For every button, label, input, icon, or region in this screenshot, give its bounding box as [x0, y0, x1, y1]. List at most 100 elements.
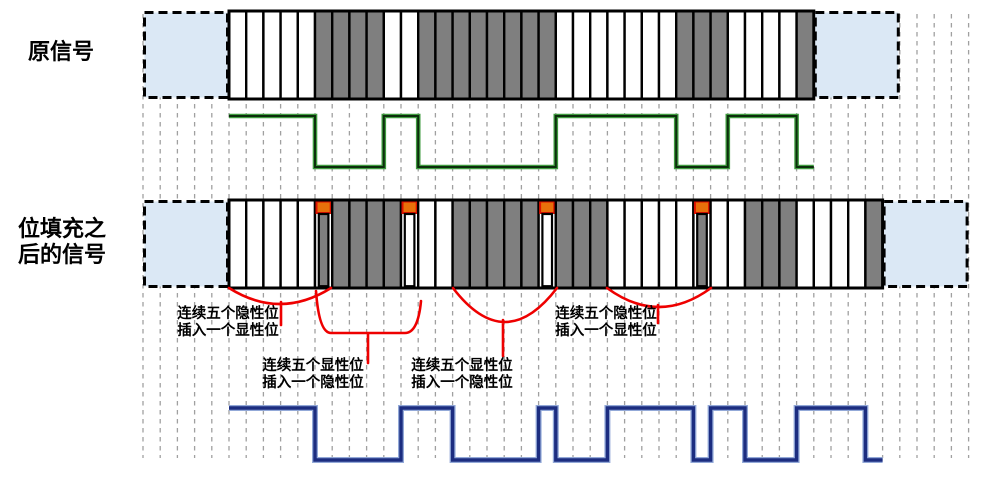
bit-cell-dominant — [503, 198, 523, 290]
bit-cell-dominant — [485, 9, 506, 101]
bit-cell-dominant — [331, 198, 351, 290]
stuffed-bit-recessive — [403, 212, 416, 288]
bit-cell-dominant — [761, 198, 781, 290]
stuffing-callout-1 — [227, 286, 333, 327]
stuffing-callout-3 — [451, 286, 559, 358]
bit-cell-recessive — [795, 198, 815, 290]
stuffed-signal-label-line1: 位填充之 — [18, 217, 107, 242]
bit-cell-dominant — [709, 9, 729, 101]
bit-cell-recessive — [554, 9, 575, 101]
bit-cell-dominant — [864, 198, 884, 290]
callout-line: 连续五个显性位 — [411, 358, 513, 374]
bit-cell-dominant — [503, 9, 523, 101]
callout-line: 连续五个隐性位 — [177, 306, 279, 322]
bit-cell-recessive — [606, 198, 626, 290]
callout-line: 插入一个隐性位 — [411, 374, 513, 391]
bit-cell-recessive — [571, 9, 592, 101]
bit-cell-dominant — [675, 9, 695, 101]
bit-cell-dominant — [348, 198, 368, 290]
stuffed-bit-recessive — [541, 212, 554, 288]
callout-line: 连续五个显性位 — [262, 358, 364, 374]
original-signal-label: 原信号 — [28, 40, 95, 65]
bit-cell-recessive — [778, 9, 798, 101]
original-signal-strip-outline — [227, 9, 816, 101]
bit-cell-recessive — [709, 198, 729, 290]
bit-cell-recessive — [262, 198, 282, 290]
stuffed-signal-strip-lead-box — [143, 200, 229, 288]
stuffed-signal-strip-trail-box — [882, 200, 969, 288]
callout-line: 连续五个隐性位 — [555, 306, 657, 322]
bit-cell-dominant — [537, 9, 557, 101]
bit-cell-dominant — [778, 198, 798, 290]
stuffed-bit-dominant — [696, 212, 708, 288]
bit-cell-recessive — [417, 198, 437, 290]
stuffed-signal-label-line2: 后的信号 — [18, 243, 107, 268]
stuff-bit-marker — [315, 200, 332, 214]
bit-cell-recessive — [623, 9, 643, 101]
callout-text-dominant-left: 连续五个显性位 插入一个隐性位 — [262, 358, 364, 391]
bit-cell-recessive — [640, 9, 661, 101]
callout-line: 插入一个显性位 — [555, 322, 657, 339]
bit-cell-recessive — [829, 198, 850, 290]
callout-line: 插入一个隐性位 — [262, 374, 364, 391]
bit-cell-dominant — [348, 9, 368, 101]
bit-cell-dominant — [485, 198, 506, 290]
callout-text-dominant-right: 连续五个显性位 插入一个隐性位 — [411, 358, 513, 391]
bit-cell-dominant — [692, 9, 712, 101]
stuff-bit-marker — [401, 200, 418, 214]
stuffing-callout-4 — [605, 286, 713, 325]
bit-cell-recessive — [743, 9, 764, 101]
stuff-bit-marker — [693, 200, 711, 214]
bit-cell-dominant — [331, 9, 351, 101]
bit-cell-dominant — [434, 9, 454, 101]
stuffed-bit-dominant — [317, 212, 330, 288]
bit-cell-recessive — [382, 9, 403, 101]
bit-cell-recessive — [399, 9, 420, 101]
bit-cell-dominant — [554, 198, 575, 290]
bit-cell-recessive — [640, 198, 661, 290]
bit-cell-recessive — [675, 198, 695, 290]
bit-cell-dominant — [417, 9, 437, 101]
bit-cell-recessive — [847, 198, 867, 290]
bit-cell-dominant — [451, 9, 472, 101]
original-waveform — [229, 115, 814, 168]
stuffed-signal-label: 位填充之 后的信号 — [18, 217, 106, 269]
original-signal-strip-lead-box — [143, 11, 229, 99]
bit-cell-recessive — [726, 9, 747, 101]
bit-cell-dominant — [382, 198, 403, 290]
bit-cell-recessive — [262, 9, 282, 101]
bit-cell-dominant — [468, 198, 489, 290]
bit-cell-dominant — [451, 198, 472, 290]
bit-cell-dominant — [313, 9, 334, 101]
bit-cell-recessive — [244, 198, 265, 290]
bit-cell-recessive — [812, 198, 833, 290]
stuffing-callout-2 — [314, 289, 423, 365]
bit-cell-recessive — [279, 9, 300, 101]
bit-cell-dominant — [520, 9, 540, 101]
bit-cell-recessive — [589, 9, 609, 101]
bit-cell-recessive — [227, 198, 248, 290]
bit-cell-recessive — [434, 198, 454, 290]
original-signal-strip-trail-box — [813, 11, 900, 99]
bit-cell-dominant — [365, 198, 386, 290]
bit-cell-recessive — [761, 9, 781, 101]
bit-cell-dominant — [743, 198, 764, 290]
bit-cell-dominant — [468, 9, 489, 101]
bit-cell-recessive — [244, 9, 265, 101]
bit-cell-recessive — [657, 9, 678, 101]
callout-text-recessive-left: 连续五个隐性位 插入一个显性位 — [177, 306, 279, 339]
bit-cell-recessive — [296, 9, 317, 101]
bit-cell-dominant — [571, 198, 592, 290]
bit-cell-recessive — [296, 198, 317, 290]
bit-cell-dominant — [795, 9, 815, 101]
bit-cell-dominant — [589, 198, 609, 290]
bit-cell-recessive — [279, 198, 300, 290]
callout-line: 插入一个显性位 — [177, 322, 279, 339]
callout-text-recessive-right: 连续五个隐性位 插入一个显性位 — [555, 306, 657, 339]
stuffed-waveform — [229, 406, 883, 462]
bit-cell-dominant — [365, 9, 386, 101]
bit-cell-recessive — [227, 9, 248, 101]
bit-cell-recessive — [606, 9, 626, 101]
